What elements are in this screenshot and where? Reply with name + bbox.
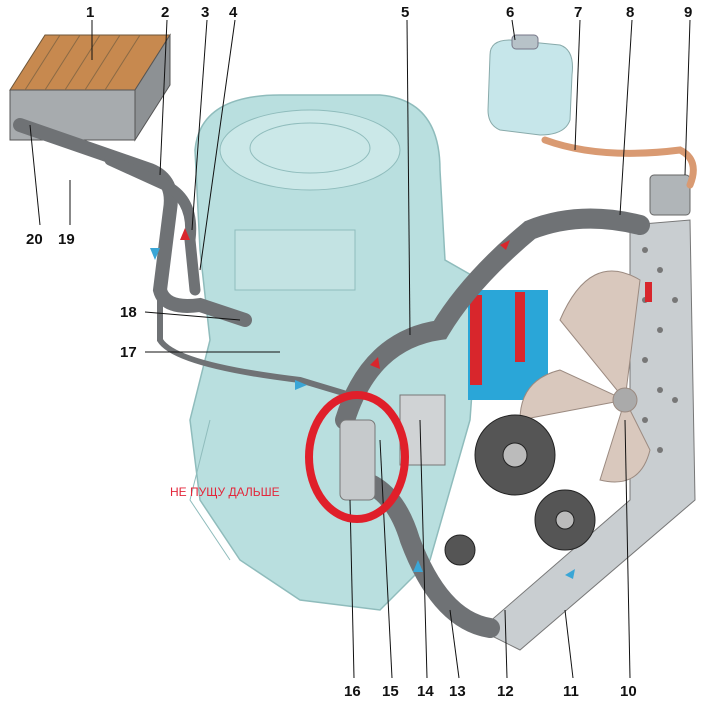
label-16: 16 — [344, 683, 361, 700]
label-10: 10 — [620, 683, 637, 700]
leader-lines — [29, 19, 691, 679]
thermostat-cutaway — [468, 290, 548, 400]
label-8: 8 — [626, 4, 634, 21]
label-20: 20 — [26, 231, 43, 248]
engine-block — [189, 94, 481, 611]
label-18: 18 — [120, 304, 137, 321]
highlight-circle — [305, 391, 409, 523]
label-4: 4 — [229, 4, 238, 21]
heater-core — [9, 33, 171, 142]
label-6: 6 — [506, 4, 514, 21]
label-12: 12 — [497, 683, 514, 700]
label-15: 15 — [382, 683, 399, 700]
expansion-tank — [487, 34, 573, 136]
label-13: 13 — [449, 683, 466, 700]
radiator — [479, 174, 696, 651]
part-labels: 1 2 3 4 5 6 7 8 9 10 11 12 13 14 15 16 1… — [26, 4, 692, 700]
label-14: 14 — [417, 683, 434, 700]
label-1: 1 — [86, 4, 94, 21]
thermostat — [339, 419, 376, 501]
label-17: 17 — [120, 344, 137, 361]
label-11: 11 — [563, 683, 579, 700]
label-7: 7 — [574, 4, 582, 21]
label-5: 5 — [401, 4, 409, 21]
flow-arrows — [150, 228, 575, 579]
label-3: 3 — [201, 4, 209, 21]
annotation-text: НЕ ПУЩУ ДАЛЬШЕ — [170, 485, 280, 499]
pulleys — [444, 414, 596, 566]
label-9: 9 — [684, 4, 692, 21]
label-19: 19 — [58, 231, 75, 248]
label-2: 2 — [161, 4, 169, 21]
